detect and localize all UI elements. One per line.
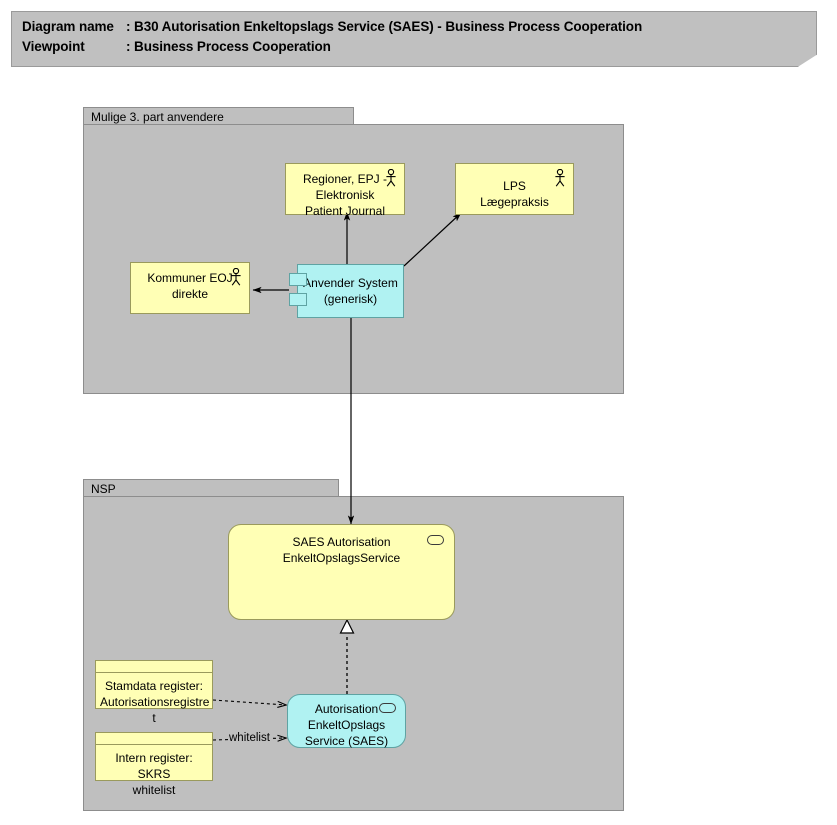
node-anvender-system-label: Anvender System (generisk) bbox=[303, 276, 398, 306]
edge-label-whitelist: whitelist bbox=[228, 732, 271, 744]
component-icon-tab-upper bbox=[289, 273, 307, 286]
group-third-party-users[interactable]: Mulige 3. part anvendere bbox=[83, 107, 624, 394]
actor-icon bbox=[231, 268, 241, 286]
node-anvender-system[interactable]: Anvender System (generisk) bbox=[289, 264, 404, 318]
node-stamdata-register[interactable]: Stamdata register: Autorisationsregistre… bbox=[95, 660, 213, 725]
actor-icon bbox=[555, 169, 565, 187]
actor-icon bbox=[386, 169, 396, 187]
diagram-name-value: B30 Autorisation Enkeltopslags Service (… bbox=[134, 19, 643, 34]
oval-icon bbox=[427, 535, 444, 545]
register-icon bbox=[95, 732, 213, 745]
group-third-party-tab: Mulige 3. part anvendere bbox=[83, 107, 354, 125]
node-stamdata-register-label: Stamdata register: Autorisationsregistre… bbox=[100, 679, 210, 725]
component-icon-tab-lower bbox=[289, 293, 307, 306]
node-regioner-epj-label: Regioner, EPJ - Elektronisk Patient Jour… bbox=[302, 172, 388, 218]
node-intern-register-label: Intern register: SKRS whitelist bbox=[115, 751, 193, 797]
node-lps-laegepraksis[interactable]: LPS Lægepraksis bbox=[455, 163, 574, 215]
node-regioner-epj[interactable]: Regioner, EPJ - Elektronisk Patient Jour… bbox=[285, 163, 405, 218]
node-saes-autorisation-service-label: SAES Autorisation EnkeltOpslagsService bbox=[282, 535, 401, 565]
viewpoint-separator: : bbox=[126, 39, 135, 54]
diagram-name-separator: : bbox=[126, 19, 135, 34]
diagram-name-line: Diagram name : B30 Autorisation Enkeltop… bbox=[22, 19, 642, 34]
node-autorisation-enkeltopslags-saes-label: Autorisation EnkeltOpslags Service (SAES… bbox=[304, 702, 389, 748]
group-nsp-tab: NSP bbox=[83, 479, 339, 497]
group-third-party-label: Mulige 3. part anvendere bbox=[91, 110, 224, 124]
node-kommuner-eoj[interactable]: Kommuner EOJ direkte bbox=[130, 262, 250, 314]
node-saes-autorisation-service[interactable]: SAES Autorisation EnkeltOpslagsService bbox=[228, 524, 455, 620]
viewpoint-line: Viewpoint: Business Process Cooperation bbox=[22, 39, 331, 54]
diagram-title-banner: Diagram name : B30 Autorisation Enkeltop… bbox=[11, 11, 817, 67]
node-autorisation-enkeltopslags-saes[interactable]: Autorisation EnkeltOpslags Service (SAES… bbox=[287, 694, 406, 748]
node-intern-register[interactable]: Intern register: SKRS whitelist bbox=[95, 732, 213, 797]
diagram-name-label: Diagram name bbox=[22, 19, 118, 34]
node-lps-laegepraksis-label: LPS Lægepraksis bbox=[480, 179, 549, 209]
node-kommuner-eoj-label: Kommuner EOJ direkte bbox=[147, 271, 233, 301]
viewpoint-value: Business Process Cooperation bbox=[134, 39, 331, 54]
oval-icon bbox=[379, 703, 396, 713]
viewpoint-label: Viewpoint bbox=[22, 39, 85, 54]
group-nsp-label: NSP bbox=[91, 482, 116, 496]
register-icon bbox=[95, 660, 213, 673]
